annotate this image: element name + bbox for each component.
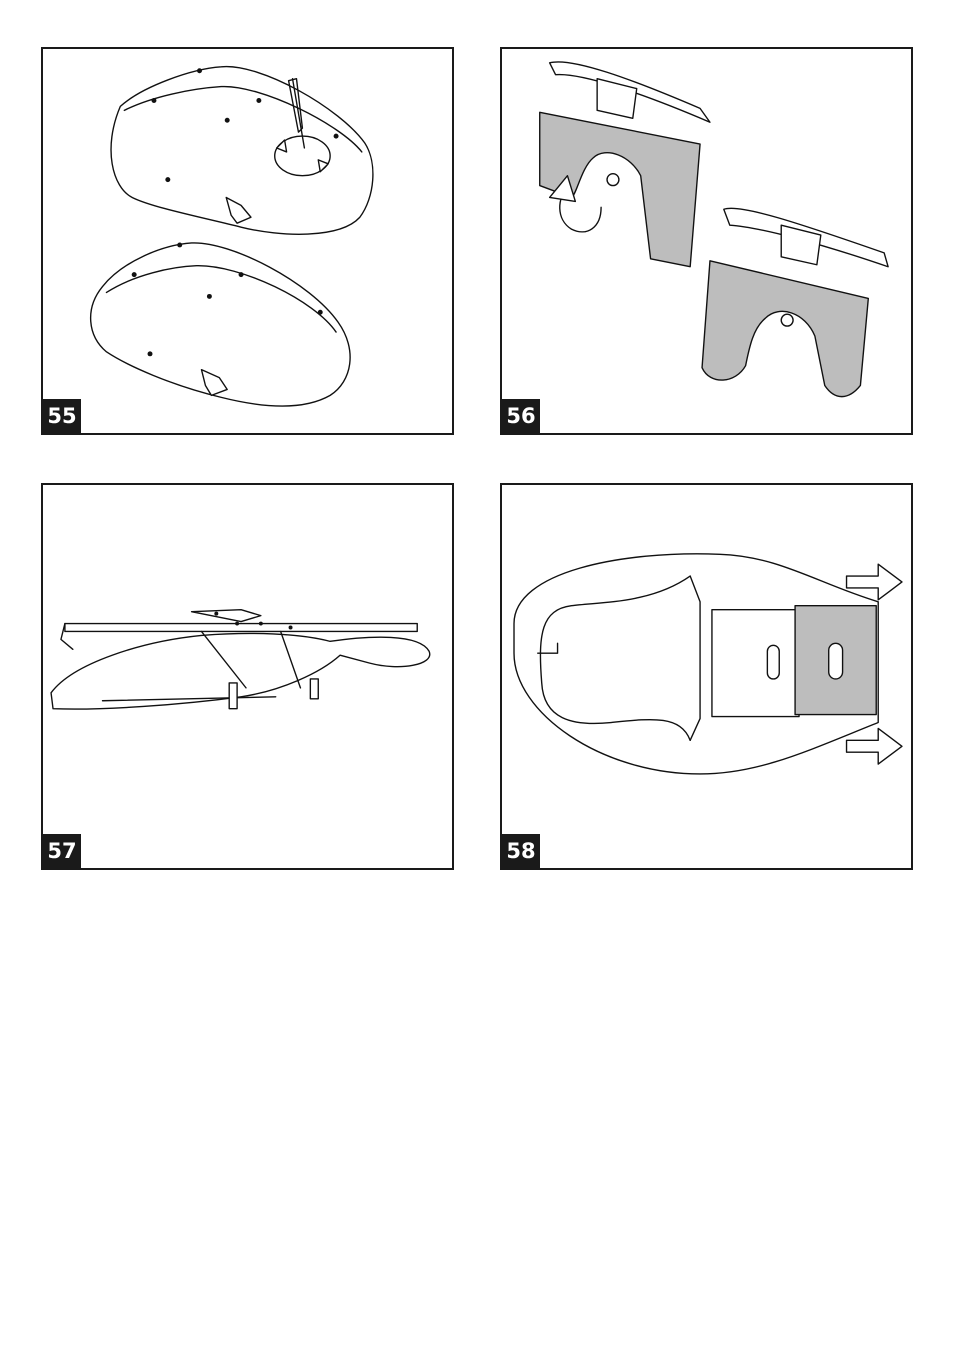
step-55-panel: 55: [41, 47, 454, 435]
stroller-frame-icon: [51, 610, 430, 709]
step-number-badge: 55: [43, 399, 81, 433]
seat-frame-icon: [540, 62, 710, 267]
step-57-panel: 57: [41, 483, 454, 870]
step-56-panel: 56: [500, 47, 913, 435]
seat-liner-icon: [514, 554, 878, 774]
step-58-panel: 58: [500, 483, 913, 870]
seat-frame-illustration: [502, 49, 911, 433]
seat-pad-icon: [91, 242, 350, 406]
step-number-badge: 56: [502, 399, 540, 433]
step-number-badge: 58: [502, 834, 540, 868]
seat-liner-illustration: [502, 485, 911, 868]
seat-frame-icon: [702, 208, 888, 396]
seat-pad-illustration: [43, 49, 452, 433]
pull-arrow-icon: [847, 728, 902, 764]
step-number-badge: 57: [43, 834, 81, 868]
seat-pad-icon: [111, 67, 373, 235]
stroller-frame-illustration: [43, 485, 452, 868]
